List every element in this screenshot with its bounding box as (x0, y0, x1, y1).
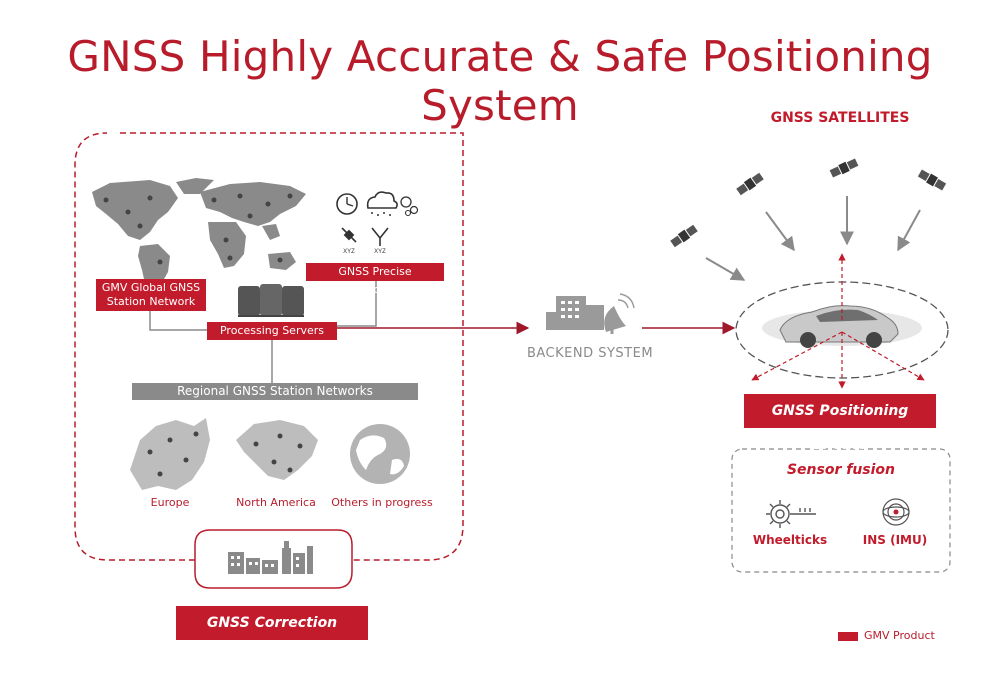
satellite-small-icon (341, 227, 357, 243)
satellites-label: GNSS SATELLITES (770, 110, 910, 126)
gmv-network-line1: GMV Global GNSS (101, 281, 201, 294)
correction-service-label: GNSS Correction Service (176, 606, 368, 665)
antenna-icon (371, 227, 389, 246)
ins-imu-label: INS (IMU) (862, 533, 928, 547)
precise-corrections-label: GNSS Precise Corrections (306, 263, 444, 296)
satellite-signal-arrows (705, 196, 921, 281)
legend-swatch (838, 632, 858, 641)
xyz-label-1: XYZ (343, 249, 355, 255)
map-station-markers (103, 193, 293, 285)
region-others-label: Others in progress (331, 496, 433, 509)
factory-icon (228, 541, 313, 574)
legend-label: GMV Product (864, 629, 935, 642)
xyz-label-2: XYZ (374, 249, 386, 255)
imu-icon (882, 498, 910, 526)
car-icon (762, 305, 922, 348)
gmv-network-label: GMV Global GNSS Station Network (96, 279, 206, 311)
network-connectors (149, 280, 377, 384)
weather-cloud-icon (366, 191, 398, 216)
wheelticks-label: Wheelticks (752, 533, 828, 547)
gmv-network-line2: Station Network (106, 295, 196, 308)
regional-networks-label: Regional GNSS Station Networks (132, 383, 418, 400)
globe-icon (350, 424, 410, 484)
sensor-fusion-frame (731, 448, 951, 573)
positioning-dashed-arrows (751, 253, 925, 389)
europe-map-icon (130, 418, 210, 490)
region-europe-label: Europe (150, 496, 190, 509)
north-america-map-icon (236, 420, 318, 480)
correction-service-tab (194, 529, 353, 589)
sensor-fusion-title: Sensor fusion (786, 462, 896, 478)
positioning-engine-label: GNSS Positioning Engine (744, 394, 936, 453)
page-title: GNSS Highly Accurate & Safe Positioning … (67, 32, 933, 130)
clock-icon (336, 193, 358, 215)
servers-icon (238, 284, 304, 317)
dish-antenna-icon (604, 293, 635, 334)
satellite-icon (670, 158, 947, 248)
region-north-america-label: North America (236, 496, 316, 509)
ionosphere-icon (400, 196, 419, 217)
backend-system-label: BACKEND SYSTEM (526, 346, 654, 361)
gear-icon (766, 500, 816, 528)
correction-service-frame (74, 132, 464, 561)
backend-building-icon (546, 296, 604, 330)
processing-servers-label: Processing Servers (207, 322, 337, 340)
